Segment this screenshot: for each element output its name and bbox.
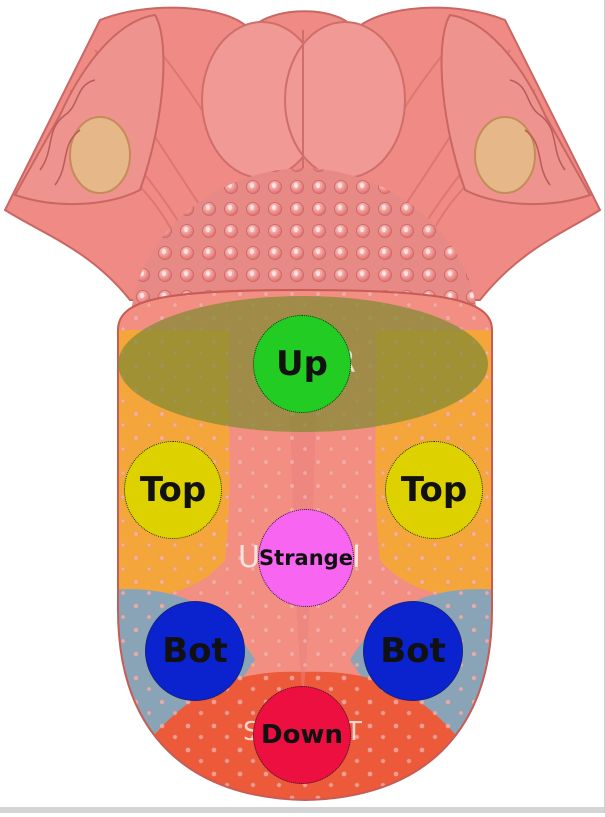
top-left-marker[interactable]: Top	[124, 441, 222, 539]
strange-marker[interactable]: Strange	[258, 509, 354, 607]
faint-label-umami-right: I	[352, 540, 362, 575]
up-marker[interactable]: Up	[253, 315, 351, 413]
bot-left-marker[interactable]: Bot	[145, 601, 245, 701]
bottom-border	[0, 807, 605, 813]
down-marker[interactable]: Down	[253, 686, 351, 784]
bot-right-marker[interactable]: Bot	[363, 601, 463, 701]
faint-label-umami-left: U	[238, 540, 261, 575]
top-right-marker[interactable]: Top	[385, 441, 483, 539]
